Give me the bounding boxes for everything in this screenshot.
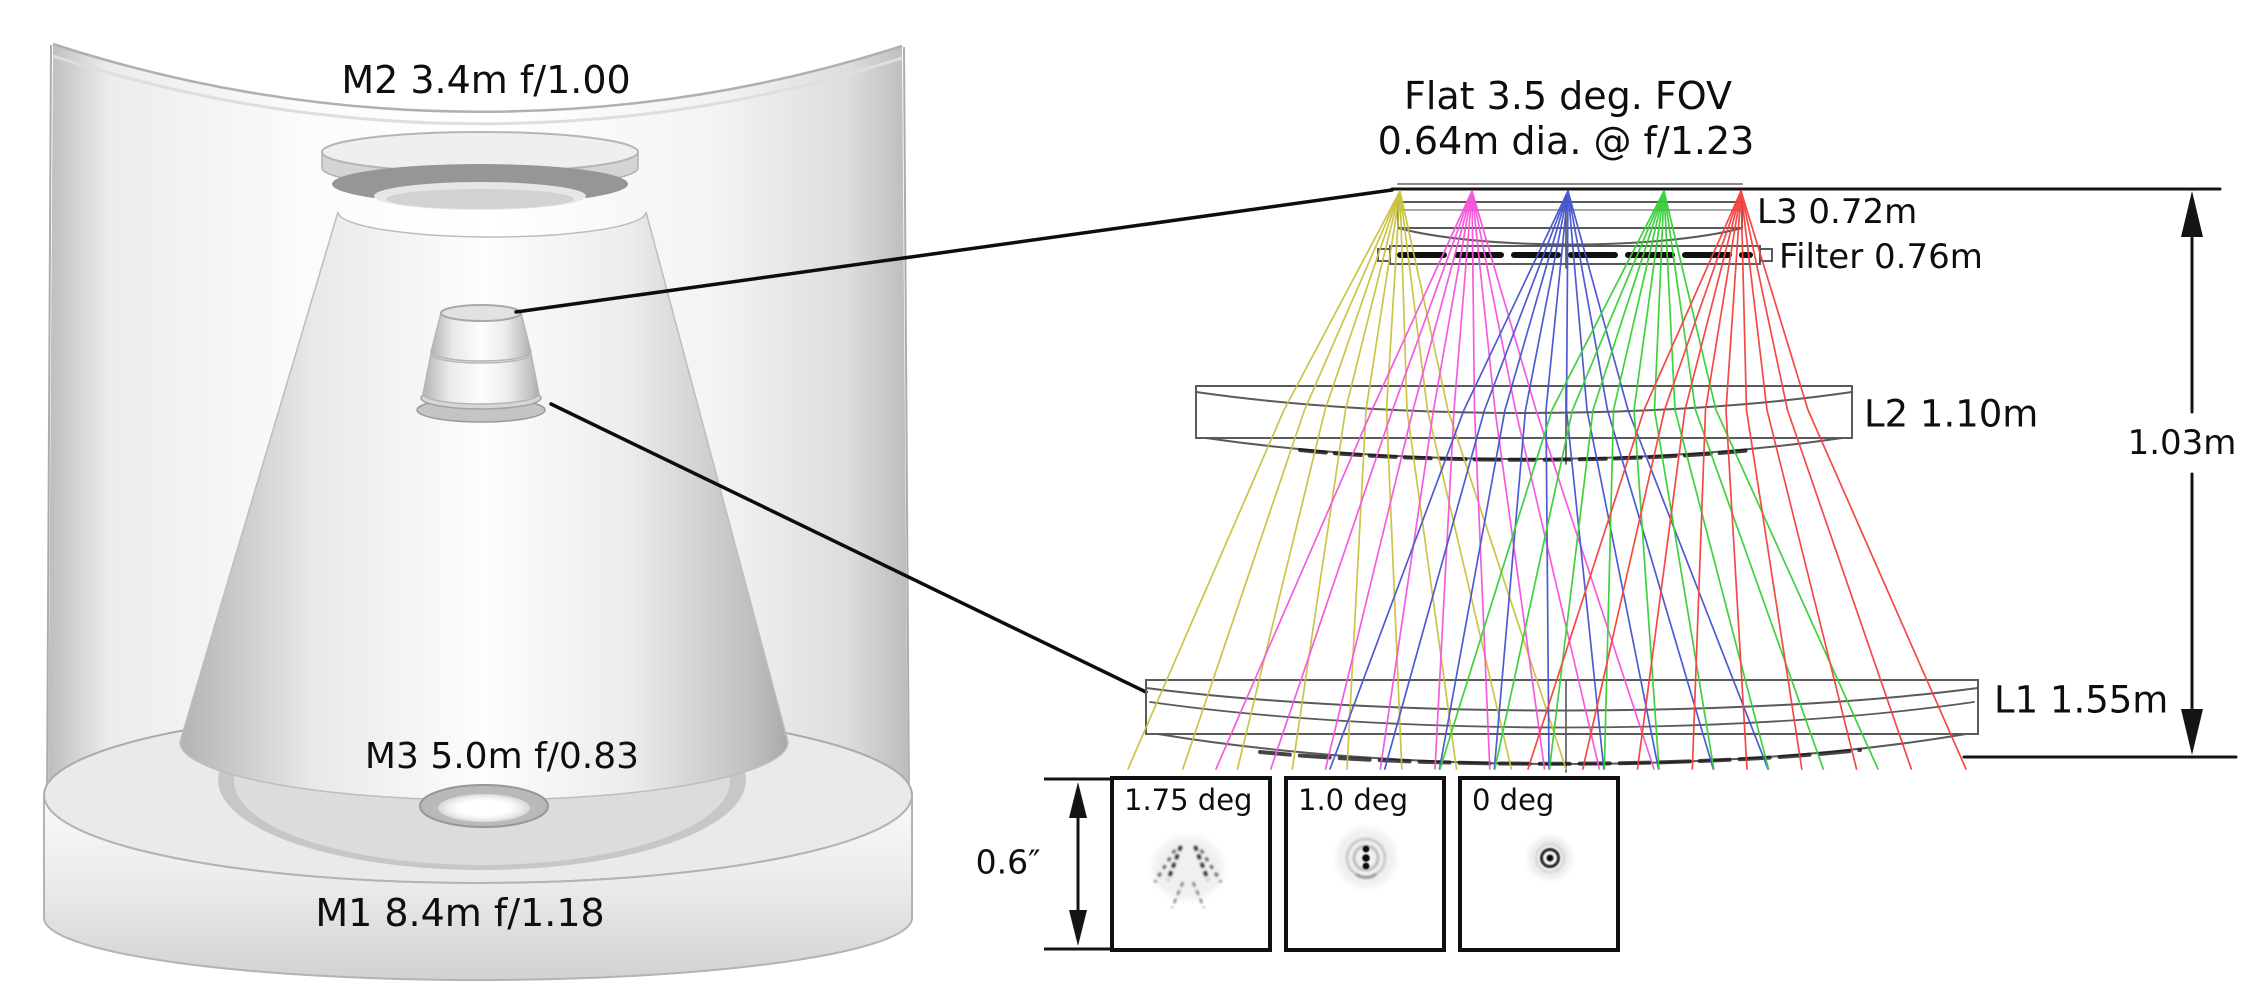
height-dimension-arrow	[2181, 191, 2203, 755]
ray-field-left	[1471, 190, 1655, 770]
spot-box-0deg	[1458, 776, 1620, 952]
light-baffle-cone	[179, 211, 789, 801]
ray-field-left	[1269, 190, 1473, 770]
arrowhead-up	[1069, 782, 1087, 818]
enclosure-rim-inner	[52, 54, 903, 126]
ray-field-far-left	[1181, 190, 1401, 770]
camera-title-line1: Flat 3.5 deg. FOV	[1403, 74, 1733, 118]
spot-scale-label: 0.6″	[975, 842, 1041, 882]
ray-field-right	[1663, 190, 1879, 770]
ray-field-far-left	[1385, 190, 1403, 770]
ray-field-far-left	[1399, 190, 1513, 770]
ray-field-left	[1434, 190, 1473, 770]
ray-field-left	[1471, 190, 1601, 770]
ray-field-center	[1438, 190, 1569, 770]
l2-label: L2 1.10m	[1864, 392, 2039, 436]
ray-field-center	[1567, 190, 1660, 770]
l3-label: L3 0.72m	[1757, 192, 1918, 232]
ray-field-left	[1379, 190, 1473, 770]
ray-field-center	[1565, 190, 1605, 770]
ray-field-right	[1663, 190, 1770, 770]
lens-diagram	[1127, 183, 2238, 773]
ray-field-left	[1215, 190, 1473, 770]
ray-field-far-left	[1346, 190, 1401, 770]
ray-field-center	[1383, 190, 1569, 770]
spot-label-1.75deg: 1.75 deg	[1124, 783, 1253, 817]
ray-bundles	[1127, 190, 1967, 770]
ray-field-far-right	[1636, 190, 1742, 770]
telescope-3d-render	[43, 42, 1394, 981]
ray-field-far-left	[1291, 190, 1401, 770]
ray-field-far-right	[1740, 190, 1858, 770]
camera-assembly	[416, 304, 546, 423]
ray-field-far-right	[1725, 190, 1748, 770]
m1-center-hole-glow	[438, 794, 530, 822]
callout-line-upper	[514, 188, 1394, 314]
ray-field-left	[1324, 190, 1473, 770]
ray-field-right	[1653, 190, 1715, 770]
l1-label: L1 1.55m	[1994, 678, 2169, 722]
ray-field-far-right	[1527, 190, 1742, 770]
ray-field-right	[1663, 190, 1825, 770]
spot-label-1.0deg: 1.0 deg	[1298, 783, 1408, 817]
ray-field-left	[1471, 190, 1546, 770]
ray-field-center	[1545, 190, 1569, 770]
camera-top	[440, 304, 522, 322]
m3-label: M3 5.0m f/0.83	[364, 736, 640, 777]
ray-field-far-right	[1740, 190, 1913, 770]
ray-field-far-right	[1691, 190, 1742, 770]
ray-field-far-left	[1127, 190, 1401, 770]
spot-scale-arrow	[1044, 777, 1112, 951]
ray-field-center	[1329, 190, 1569, 770]
spot-diagrams	[1044, 776, 1620, 952]
ray-field-far-right	[1581, 190, 1742, 770]
ray-field-far-left	[1236, 190, 1401, 770]
arrowhead-up	[2181, 191, 2203, 237]
ray-field-right	[1548, 190, 1665, 770]
ray-field-right	[1493, 190, 1665, 770]
ray-field-right	[1439, 190, 1665, 770]
m1-label: M1 8.4m f/1.18	[315, 891, 605, 935]
m2-ring	[321, 131, 639, 210]
wall-right-edge	[903, 46, 910, 807]
camera-body-lower	[422, 353, 540, 405]
m2-label: M2 3.4m f/1.00	[341, 58, 631, 102]
callout-line-lower	[549, 402, 1148, 694]
psf-blob-0deg	[1528, 836, 1572, 880]
m1-cell-front	[43, 794, 913, 981]
ray-field-center	[1567, 190, 1769, 770]
ray-field-left	[1471, 190, 1491, 770]
psf-blob-1.75deg	[1152, 836, 1224, 912]
lens-l1	[1145, 679, 1979, 766]
ray-field-far-right	[1740, 190, 1803, 770]
spot-label-0deg: 0 deg	[1472, 783, 1555, 817]
ray-field-far-right	[1740, 190, 1967, 770]
ray-field-far-left	[1399, 190, 1458, 770]
m2-mirror-inner	[386, 189, 574, 209]
ray-field-center	[1493, 190, 1569, 770]
psf-blob-1.0deg	[1336, 828, 1396, 888]
wall-left-edge	[46, 44, 52, 807]
filter-label: Filter 0.76m	[1779, 237, 1983, 277]
height-dim-label: 1.03m	[2123, 426, 2241, 460]
arrowhead-down	[2181, 709, 2203, 755]
ray-field-center	[1567, 190, 1715, 770]
enclosure-rim	[52, 42, 903, 113]
arrowhead-down	[1069, 910, 1087, 946]
camera-title-line2: 0.64m dia. @ f/1.23	[1377, 119, 1755, 163]
ray-field-right	[1633, 190, 1665, 770]
ray-field-right	[1603, 190, 1665, 770]
ray-field-far-left	[1399, 190, 1567, 770]
